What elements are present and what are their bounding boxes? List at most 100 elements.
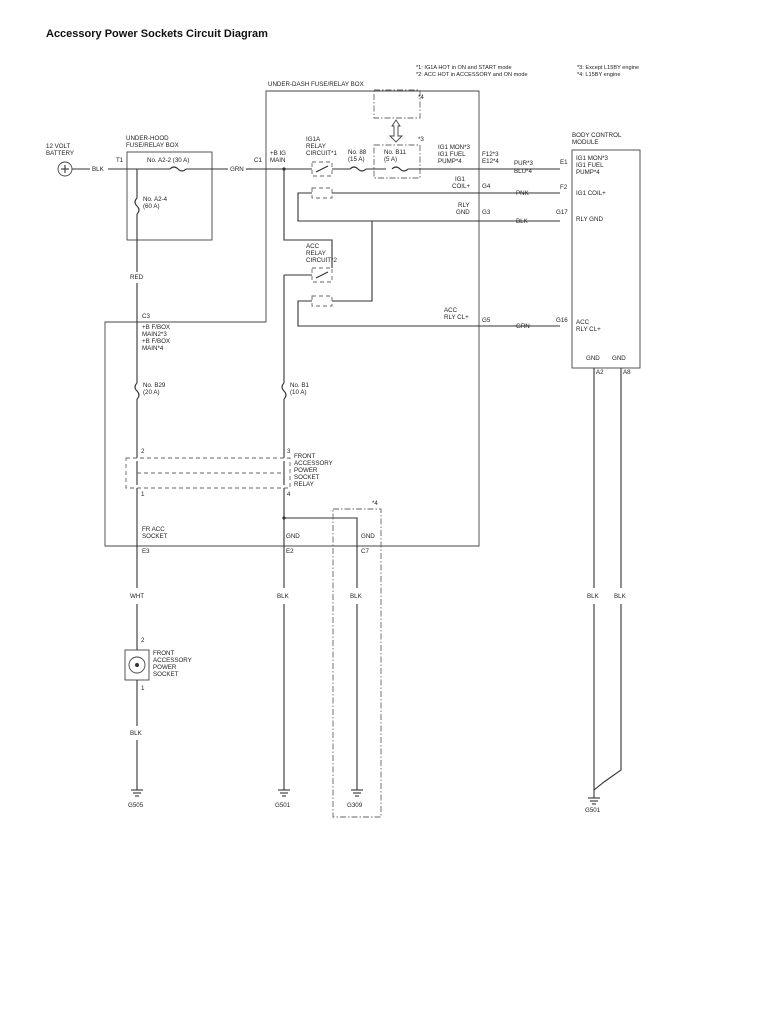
acc-gnd-wire [332, 221, 373, 302]
wht-label: WHT [130, 593, 144, 600]
fuse-b1-label-1: No. B1 [290, 382, 309, 389]
c3-label: C3 [142, 313, 150, 320]
bcm-a2: A2 [596, 369, 604, 376]
relay-label-4: SOCKET [294, 474, 320, 481]
bcm-mon-1: IG1 MON*3 [576, 155, 609, 162]
relay-label-5: RELAY [294, 481, 314, 488]
ground-icon [351, 789, 363, 797]
bcm-acc-1: ACC [576, 319, 590, 326]
page-title: Accessory Power Sockets Circuit Diagram [46, 28, 268, 40]
rly-gnd-wire [297, 192, 479, 222]
bcm-label-1: BODY CONTROL [572, 132, 622, 139]
fuse-b29-label-2: (20 A) [143, 389, 160, 396]
underdash-title: UNDER-DASH FUSE/RELAY BOX [268, 81, 364, 88]
blk-e2-label: BLK [277, 593, 290, 600]
bcm-gnd-a: GND [586, 355, 600, 362]
bcm-rlygnd: RLY GND [576, 216, 603, 223]
bcm-e1: E1 [560, 159, 568, 166]
ig1a-label-2: RELAY [306, 143, 326, 150]
socket-symbol [128, 656, 146, 674]
bcm-f2: F2 [560, 184, 568, 191]
gnd-label-2: GND [361, 533, 375, 540]
ground-g309: G309 [347, 802, 363, 809]
under-hood-fuse-box: UNDER-HOOD FUSE/RELAY BOX T1 No. A2-2 (3… [116, 135, 252, 383]
bcm-gnd-b: GND [612, 355, 626, 362]
underhood-label-2: FUSE/RELAY BOX [126, 142, 179, 149]
g3-label: G3 [482, 209, 491, 216]
blu-label: BLU*4 [514, 168, 532, 175]
acc-label-3: CIRCUIT*2 [306, 257, 337, 264]
rly-gnd-label-1: RLY [458, 202, 470, 209]
fuse-88-symbol [349, 166, 367, 172]
body-control-module: BODY CONTROL MODULE E1 IG1 MON*3 IG1 FUE… [556, 132, 641, 798]
fr-acc-label-1: FR ACC [142, 526, 165, 533]
f12-label: F12*3 [482, 151, 499, 158]
ig1coil-label-1: IG1 [455, 176, 466, 183]
bcm-acc-2: RLY CL+ [576, 326, 601, 333]
footnotes: *1: IG1A HOT in ON and START mode *2: AC… [416, 65, 639, 78]
fuse-b1-label-2: (10 A) [290, 389, 307, 396]
acc-coil-wire [297, 300, 479, 327]
pur-label: PUR*3 [514, 160, 533, 167]
front-acc-socket-relay [125, 457, 291, 489]
g5-label: G5 [482, 317, 491, 324]
fuse-88-label-1: No. 88 [348, 149, 367, 156]
bcm-gnd-merge [593, 604, 622, 792]
fr-acc-label-2: SOCKET [142, 533, 168, 540]
relay-label-3: POWER [294, 467, 318, 474]
underhood-box [126, 151, 213, 241]
socket-label-2: ACCESSORY [153, 657, 192, 664]
accrly-label-1: ACC [444, 307, 458, 314]
option-star-3: *3 [418, 136, 424, 143]
ground-icon [278, 789, 290, 797]
option-star-4: *4 [418, 94, 424, 101]
bcm-mon-2: IG1 FUEL [576, 162, 604, 169]
note-3: *3: Except L15BY engine [577, 65, 639, 71]
front-accessory-power-socket: 2 1 FRONT ACCESSORY POWER SOCKET BLK [124, 604, 358, 790]
blk-a2-label: BLK [587, 593, 600, 600]
fuse-a2-4-symbol [134, 197, 140, 215]
c1-pin-1: +B IG [270, 150, 286, 157]
bcm-label-2: MODULE [572, 139, 598, 146]
ground-g501-b: G501 [585, 807, 601, 814]
underdash-box [104, 90, 480, 547]
ig1a-contact [315, 165, 329, 173]
fuse-a2-4-label-2: (60 A) [143, 203, 160, 210]
bcm-mon-3: PUMP*4 [576, 169, 600, 176]
socket-blk-label: BLK [130, 730, 143, 737]
ig1a-label-1: IG1A [306, 136, 321, 143]
fuse-b11-label-2: (5 A) [384, 156, 397, 163]
c3-pin-4: MAIN*4 [142, 345, 164, 352]
e12-label: E12*4 [482, 158, 499, 165]
bcm-g16: G16 [556, 317, 568, 324]
underhood-out-color: GRN [230, 166, 244, 173]
gnd-c7-wire [284, 517, 358, 588]
note-2: *2: ACC HOT in ACCESSORY and ON mode [416, 72, 528, 78]
grounds: G505 G501 G309 G501 [128, 789, 601, 814]
ground-g501-a: G501 [275, 802, 291, 809]
fuse-a2-2-label: No. A2-2 (30 A) [147, 157, 189, 164]
acc-relay-coil [311, 295, 333, 307]
fuse-a2-2-symbol [169, 166, 187, 172]
note-4: *4: L15BY engine [577, 72, 620, 78]
socket-label-1: FRONT [153, 650, 175, 657]
relay-label-1: FRONT [294, 453, 316, 460]
relay-pin-4: 4 [287, 491, 291, 498]
fuse-b29-label-1: No. B29 [143, 382, 166, 389]
ig1a-label-3: CIRCUIT*1 [306, 150, 337, 157]
blk-a8-label: BLK [614, 593, 627, 600]
option-box-4 [373, 89, 421, 119]
relay-pin-2: 2 [141, 448, 145, 455]
grn-label: GRN [516, 323, 530, 330]
under-dash-fuse-box: UNDER-DASH FUSE/RELAY BOX C1 +B IG MAIN … [104, 81, 499, 818]
g4-label: G4 [482, 183, 491, 190]
fuse-b29-symbol [134, 382, 140, 400]
fuse-b11-symbol [391, 166, 409, 172]
battery-wire-color: BLK [92, 166, 105, 173]
red-wire-color: RED [130, 274, 144, 281]
acc-contact [315, 271, 329, 279]
option-star-4b: *4 [372, 500, 378, 507]
underhood-t1: T1 [116, 157, 124, 164]
ig1mon-label-2: IG1 FUEL [438, 151, 466, 158]
c7-label: C7 [361, 548, 369, 555]
